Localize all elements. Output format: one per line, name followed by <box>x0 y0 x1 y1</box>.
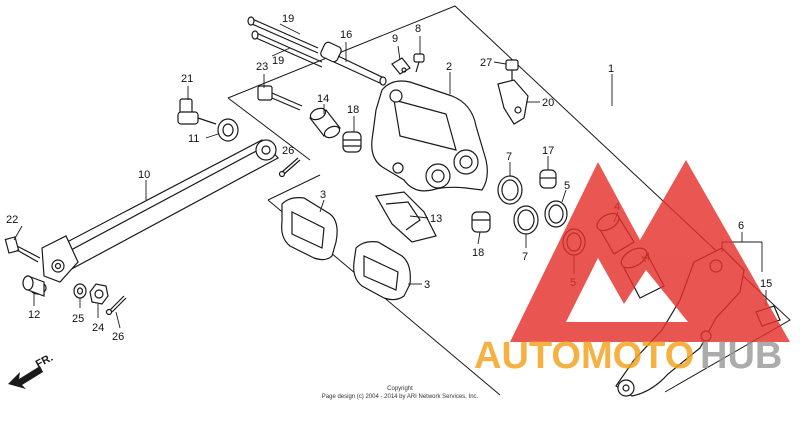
front-label: FR. <box>34 352 55 371</box>
label-2: 2 <box>446 61 452 73</box>
slide-pin-16 <box>320 41 387 86</box>
label-26-upper: 26 <box>282 145 294 157</box>
cap-8 <box>413 53 425 73</box>
label-20: 20 <box>542 97 554 109</box>
pin-19-upper <box>247 16 319 54</box>
label-27: 27 <box>480 57 492 69</box>
label-3-upper: 3 <box>320 189 326 201</box>
label-23: 23 <box>256 61 268 73</box>
nut-24 <box>89 283 109 305</box>
label-18-upper: 18 <box>347 104 359 116</box>
label-25: 25 <box>72 313 84 325</box>
pad-spring-13 <box>375 191 437 243</box>
seal-7-upper <box>497 175 523 205</box>
label-19-lower: 19 <box>272 55 284 67</box>
collar-12 <box>22 275 47 297</box>
pin-19-lower <box>251 30 323 68</box>
label-7-upper: 7 <box>506 151 512 163</box>
label-10: 10 <box>138 169 150 181</box>
watermark-brand-left: AUTOMOTO <box>474 335 694 377</box>
label-21: 21 <box>181 73 193 85</box>
label-11: 11 <box>188 133 199 145</box>
label-26-lower: 26 <box>112 331 124 343</box>
label-15: 15 <box>760 278 772 290</box>
automotohub-watermark: AUTOMOTO HUB <box>474 160 790 377</box>
label-5-upper: 5 <box>564 180 570 192</box>
copyright-line: Page design (c) 2004 - 2014 by ARI Netwo… <box>322 394 479 400</box>
watermark-triangle-logo <box>510 160 790 342</box>
label-13: 13 <box>430 213 442 225</box>
seal-5-upper <box>544 200 568 228</box>
boot-18-upper <box>342 131 362 153</box>
watermark-brand-right: HUB <box>700 335 782 377</box>
label-12: 12 <box>28 309 40 321</box>
label-22: 22 <box>6 214 18 226</box>
sleeve-14 <box>309 107 341 139</box>
bolt-22 <box>4 236 41 263</box>
washer-25 <box>73 283 87 299</box>
frame-edge <box>267 174 321 201</box>
torque-arm <box>41 139 279 283</box>
label-8: 8 <box>415 23 421 35</box>
bolt-23 <box>257 85 303 111</box>
front-arrow-icon <box>8 366 43 389</box>
label-9: 9 <box>392 33 398 45</box>
brake-pad-3-lower <box>353 241 411 301</box>
label-24: 24 <box>92 322 104 334</box>
label-16: 16 <box>340 29 352 41</box>
label-19-upper: 19 <box>282 13 294 25</box>
caliper-body <box>371 80 488 192</box>
label-7-lower: 7 <box>522 251 528 263</box>
label-6: 6 <box>738 220 744 232</box>
seal-11 <box>217 118 239 142</box>
bracket-20 <box>497 79 529 125</box>
boot-17 <box>539 169 557 189</box>
brake-pad-3-upper <box>281 197 338 261</box>
bolt-21 <box>177 98 217 125</box>
seal-7-lower <box>513 205 539 235</box>
label-14: 14 <box>317 93 329 105</box>
label-1: 1 <box>608 63 614 75</box>
cotter-pin-26-lower <box>105 295 127 316</box>
bleeder-9 <box>391 57 411 75</box>
copyright-notice: Copyright Page design (c) 2004 - 2014 by… <box>322 386 479 400</box>
label-3-lower: 3 <box>424 279 430 291</box>
label-18-lower: 18 <box>472 247 484 259</box>
label-17: 17 <box>542 145 554 157</box>
front-direction-indicator: FR. <box>8 352 55 389</box>
frame-edge <box>227 97 311 161</box>
copyright-title: Copyright <box>387 386 413 392</box>
bolt-27 <box>505 59 519 80</box>
boot-18-lower <box>471 211 491 233</box>
cotter-pin-26-upper <box>278 157 301 178</box>
